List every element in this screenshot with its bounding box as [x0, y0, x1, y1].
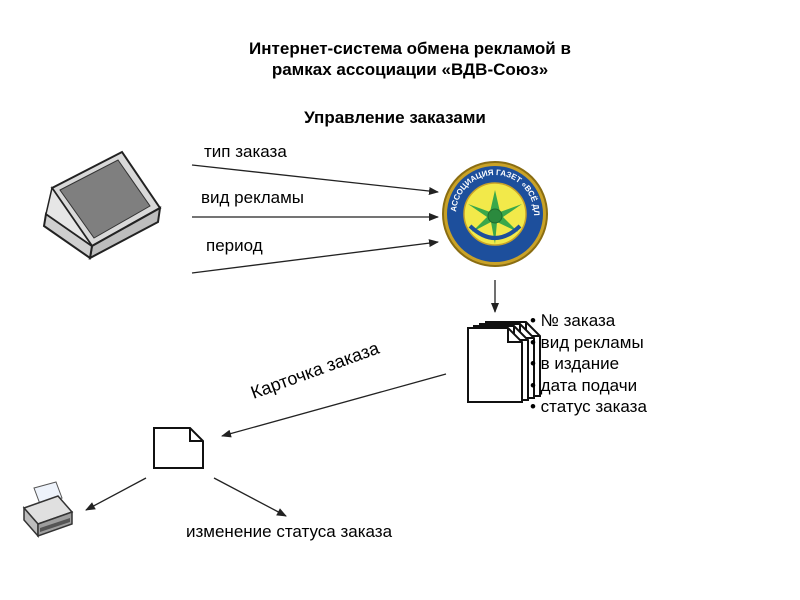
arrow-to-printer	[85, 477, 147, 511]
status-change-label: изменение статуса заказа	[186, 522, 393, 541]
arrow-type	[191, 164, 439, 195]
period-label: период	[206, 236, 263, 255]
ad-kind-label: вид рекламы	[201, 188, 304, 207]
order-card-document-icon	[153, 427, 204, 469]
list-item: • в издание	[530, 354, 620, 373]
diagram-subtitle: Управление заказами	[304, 108, 486, 127]
list-item: • статус заказа	[530, 397, 647, 416]
printer-icon	[22, 481, 74, 538]
order-type-label: тип заказа	[204, 142, 287, 161]
title-line-1: Интернет-система обмена рекламой в	[249, 39, 571, 58]
arrow-to-status-change	[213, 477, 287, 517]
diagram-title: Интернет-система обмена рекламой в рамка…	[0, 38, 800, 80]
document-stack-icon	[467, 321, 541, 403]
laptop-icon	[42, 150, 162, 260]
list-item: • вид рекламы	[530, 332, 644, 352]
title-line-2: рамках ассоциации «ВДВ-Союз»	[271, 60, 549, 79]
order-fields-list: • № заказа • вид рекламы • в издание • д…	[530, 310, 647, 418]
arrow-to-card	[221, 373, 447, 438]
arrow-period	[191, 239, 439, 274]
list-item: • дата подачи	[530, 375, 638, 395]
list-item: • № заказа	[530, 311, 616, 330]
